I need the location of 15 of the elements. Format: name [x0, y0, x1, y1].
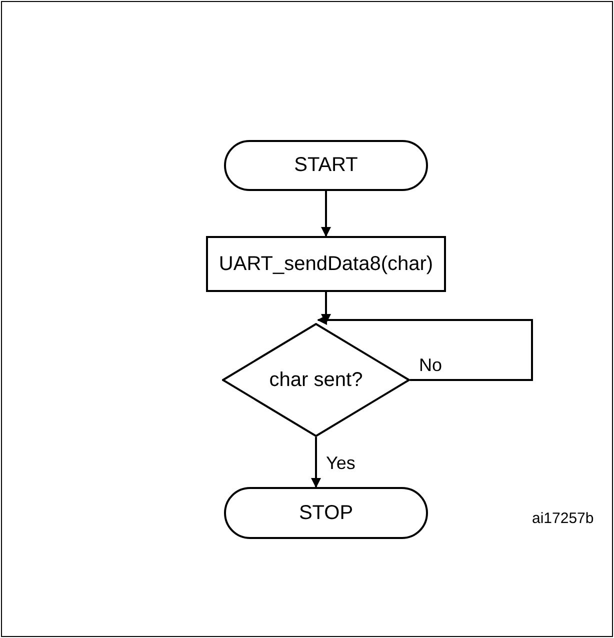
arrow — [321, 191, 331, 237]
stop-terminal — [224, 487, 428, 539]
edge-label: No — [419, 355, 442, 376]
node-text: UART_sendData8(char) — [218, 252, 434, 276]
arrow — [321, 292, 331, 324]
start-terminal — [224, 140, 428, 191]
node-text: char sent? — [269, 368, 363, 392]
node-text: START — [294, 154, 358, 177]
node-text: STOP — [298, 502, 354, 524]
process-box — [206, 236, 446, 292]
decision-diamond — [222, 323, 410, 437]
edge-label: Yes — [326, 453, 356, 474]
arrow — [317, 315, 533, 381]
arrow — [311, 437, 321, 488]
figure-id: ai17257b — [532, 510, 594, 527]
